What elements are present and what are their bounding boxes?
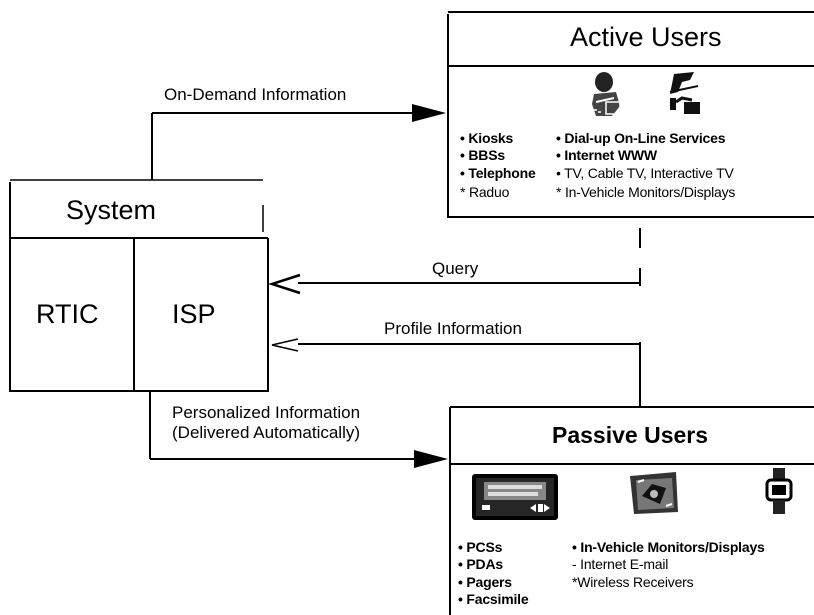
system-box — [9, 179, 269, 392]
passive-right-item: • In-Vehicle Monitors/Displays — [572, 539, 765, 555]
passive-left-item: • PCSs — [458, 539, 503, 555]
personalized-label: Personalized Information — [172, 403, 361, 422]
active-left-item: • Telephone — [460, 165, 536, 181]
passive-left-item: • PDAs — [458, 556, 503, 572]
on-demand-label: On-Demand Information — [164, 85, 347, 104]
profile-label: Profile Information — [384, 319, 522, 338]
active-left-item: * Raduo — [460, 184, 510, 200]
query-label: Query — [432, 259, 479, 278]
computer-terminal-icon — [669, 72, 700, 114]
active-users-title: Active Users — [570, 22, 722, 52]
wristwatch-receiver-icon — [765, 468, 793, 514]
on-demand-arrow — [151, 104, 446, 180]
system-title: System — [66, 195, 157, 225]
active-right-item: • TV, Cable TV, Interactive TV — [556, 165, 734, 181]
active-right-item: • Dial-up On-Line Services — [556, 130, 726, 146]
isp-label: ISP — [172, 299, 216, 329]
profile-arrow — [271, 338, 640, 352]
active-left-item: • Kiosks — [460, 130, 514, 146]
in-vehicle-display-icon — [630, 472, 678, 514]
pager-device-icon — [472, 474, 558, 520]
person-at-kiosk-icon — [592, 72, 621, 116]
passive-right-item: - Internet E-mail — [572, 556, 669, 572]
passive-users-box — [449, 406, 814, 615]
active-left-item: • BBSs — [460, 147, 505, 163]
active-right-item: • Internet WWW — [556, 147, 657, 163]
passive-left-item: • Pagers — [458, 574, 512, 590]
passive-left-item: • Facsimile — [458, 591, 529, 607]
personalized-sublabel: (Delivered Automatically) — [172, 423, 361, 442]
passive-users-title: Passive Users — [552, 422, 709, 448]
query-arrow — [267, 273, 640, 295]
personalized-arrow — [149, 392, 448, 468]
passive-right-item: *Wireless Receivers — [572, 574, 694, 590]
active-users-box — [447, 11, 814, 218]
active-right-item: * In-Vehicle Monitors/Displays — [556, 184, 736, 200]
rtic-label: RTIC — [36, 299, 99, 329]
